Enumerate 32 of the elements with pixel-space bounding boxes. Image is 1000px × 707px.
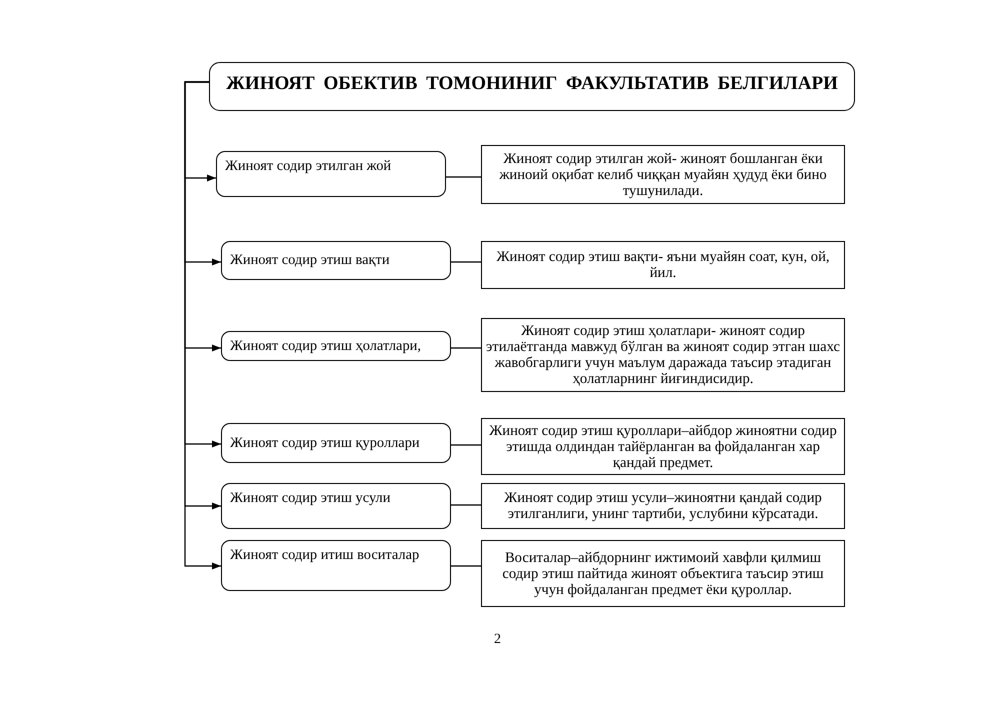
- term-box: [221, 540, 451, 591]
- definition-text: Жиноят содир этиш ҳолатлари- жиноят содир этилаётганда мавжуд бўлган ва жиноят содир этган шахс жавобгарлиги учун маълум даражада таъсир этадиган ҳолатларнинг йиғиндисидир.: [485, 323, 841, 387]
- definition-text: Жиноят содир этиш усули–жиноятни қандай содир этилганлиги, унинг тартиби, услубини кўрсатади.: [503, 490, 823, 522]
- connector-line: [451, 444, 481, 446]
- term-box: [221, 483, 451, 529]
- term-box: [216, 151, 446, 197]
- definition-box: [481, 145, 845, 204]
- connector-line: [451, 347, 481, 349]
- term-text: Жиноят содир этиш ҳолатлари,: [230, 338, 421, 354]
- definition-box: [481, 418, 845, 475]
- term-text: Жиноят содир этилган жой: [225, 158, 392, 175]
- title-box: [209, 62, 855, 111]
- definition-box: [481, 483, 845, 529]
- term-text: Жиноят содир этиш усули: [230, 490, 390, 507]
- definition-text: Воситалар–айбдорнинг ижтимоий хавфли қилмиш содир этиш пайтида жиноят объектига таъсир этиш учун фойдаланган предмет ёки қуроллар.: [501, 550, 825, 598]
- page-number: 2: [494, 632, 501, 648]
- term-box: [221, 423, 451, 463]
- connector-line: [451, 504, 481, 506]
- definition-box: [481, 540, 845, 607]
- connector-line: [446, 176, 481, 178]
- term-text: Жиноят содир итиш воситалар: [230, 547, 420, 564]
- term-box: [221, 331, 451, 361]
- title-text: ЖИНОЯТ ОБЕКТИВ ТОМОНИНИГ ФАКУЛЬТАТИВ БЕЛГИЛАРИ: [226, 72, 838, 94]
- term-text: Жиноят содир этиш вақти: [230, 252, 390, 269]
- definition-text: Жиноят содир этиш вақти- яъни муайян соат, кун, ой, йил.: [495, 249, 831, 281]
- definition-text: Жиноят содир этилган жой- жиноят бошланган ёки жиноий оқибат келиб чиққан муайян ҳудуд ёки бино тушунилади.: [498, 150, 828, 198]
- definition-text: Жиноят содир этиш қуроллари–айбдор жиноятни содир этишда олдиндан тайёрланган ва фойдаланган хар қандай предмет.: [488, 422, 838, 470]
- term-box: [221, 241, 451, 280]
- connector-line: [451, 565, 481, 567]
- definition-box: [481, 241, 845, 289]
- term-text: Жиноят содир этиш қуроллари: [230, 434, 420, 452]
- connector-line: [451, 261, 481, 263]
